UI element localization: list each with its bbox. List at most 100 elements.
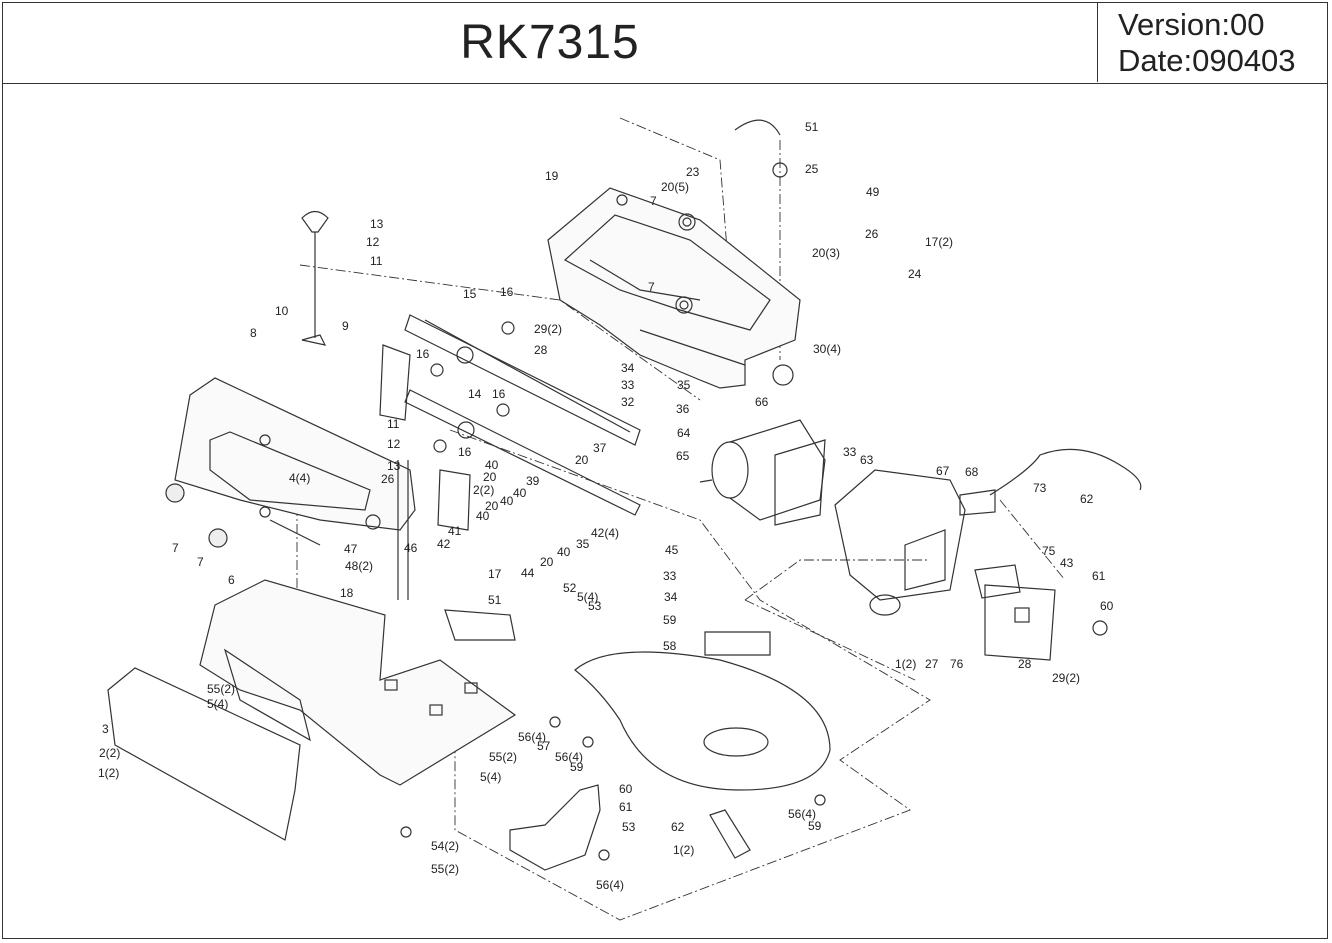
callout-7c: 7 (197, 555, 204, 569)
callout-40a: 40 (485, 458, 499, 472)
callout-27: 29(2) (1052, 671, 1080, 685)
callout-14: 14 (468, 387, 482, 401)
callout-48: 49 (866, 185, 880, 199)
callout-66: 61 (1092, 569, 1106, 583)
callout-57d: 56(4) (596, 878, 624, 892)
callout-5a: 5(4) (577, 590, 598, 604)
callout-13b: 13 (387, 459, 401, 473)
callout-65: 60 (1100, 599, 1114, 613)
callout-20-3: 20(3) (812, 246, 840, 260)
callout-28: 30(4) (813, 342, 841, 356)
callout-8: 8 (250, 326, 257, 340)
callout-20c: 20 (485, 499, 499, 513)
callout-24b: 26 (381, 472, 395, 486)
callout-30: 29(2) (534, 322, 562, 336)
callout-15: 15 (463, 287, 477, 301)
callout-54: 54(2) (431, 839, 459, 853)
lower-arm-housing (174, 377, 416, 546)
base-casting (199, 579, 517, 786)
callout-20a: 20 (575, 453, 589, 467)
callout-43: 42(4) (591, 526, 619, 540)
callout-59a: 59 (570, 760, 584, 774)
callout-64: 59 (663, 613, 677, 627)
callout-42: 42 (437, 537, 451, 551)
callout-12a: 12 (366, 235, 380, 249)
callout-20b: 20 (483, 470, 497, 484)
callout-5-4a: 55(2) (207, 682, 235, 696)
callout-57c: 56(4) (788, 807, 816, 821)
date-label: Date:090403 (1118, 43, 1296, 78)
callout-76: 76 (950, 657, 964, 671)
callout-37: 39 (526, 474, 540, 488)
callout-60: 60 (619, 782, 633, 796)
callout-35: 36 (676, 402, 690, 416)
callout-34b: 35 (576, 537, 590, 551)
callout-49: 46 (404, 541, 418, 555)
callout-12b: 12 (387, 437, 401, 451)
callout-75: 75 (1042, 544, 1056, 558)
arms (404, 314, 641, 516)
callout-2-2: 2(2) (99, 746, 120, 760)
callout-7b: 7 (648, 280, 655, 294)
callout-47: 48(2) (345, 559, 373, 573)
callout-45: 45 (665, 543, 679, 557)
callout-32a: 33 (621, 378, 635, 392)
callout-7a: 7 (650, 194, 657, 208)
callout-3: 3 (102, 722, 109, 736)
callout-51: 52 (563, 581, 577, 595)
callout-11b: 11 (387, 417, 400, 431)
callout-5-4b: 55(2) (489, 750, 517, 764)
callout-17: 17 (488, 567, 502, 581)
callout-67: 62 (1080, 492, 1094, 506)
callout-11a: 11 (370, 254, 383, 268)
callout-16d: 16 (458, 445, 472, 459)
callout-10: 9 (342, 319, 349, 333)
callout-1-2a: 1(2) (895, 657, 916, 671)
callout-32b: 33 (843, 445, 857, 459)
callout-70: 65 (676, 449, 690, 463)
callout-52a: 53 (588, 599, 602, 613)
blade-holder (301, 210, 471, 600)
callout-4-4: 5(4) (207, 697, 228, 711)
callout-39a: 40 (500, 494, 514, 508)
callout-17-2: 17(2) (925, 235, 953, 249)
callout-29: 28 (534, 343, 548, 357)
title-cell: RK7315 (3, 3, 1098, 82)
version-label: Version:00 (1118, 7, 1265, 42)
callout-55: 55(2) (431, 862, 459, 876)
callout-33b: 34 (664, 590, 678, 604)
callout-53: 51 (805, 120, 819, 134)
callout-61: 61 (619, 800, 633, 814)
callout-34a: 35 (677, 378, 691, 392)
callout-7d: 7 (172, 541, 179, 555)
callout-1-2c: 1(2) (673, 843, 694, 857)
callout-4: 4(4) (289, 471, 310, 485)
callout-13a: 13 (370, 217, 384, 231)
title-block: RK7315 Version:00 Date:090403 (3, 3, 1327, 84)
callout-26: 28 (1018, 657, 1032, 671)
callout-24: 26 (865, 227, 879, 241)
callout-32c: 33 (663, 569, 677, 583)
callout-2: 2(2) (473, 483, 494, 497)
fasteners (165, 162, 1108, 861)
callout-59b: 59 (808, 819, 822, 833)
work-table (574, 631, 831, 791)
power-cord (989, 448, 1142, 496)
callout-18: 18 (340, 586, 354, 600)
callout-46: 47 (344, 542, 358, 556)
callout-16b: 16 (416, 347, 430, 361)
callout-19: 19 (545, 169, 559, 183)
callout-33a: 34 (621, 361, 635, 375)
callout-50: 51 (488, 593, 502, 607)
callout-21: 23 (686, 165, 700, 179)
callout-22: 24 (908, 267, 922, 281)
callout-25: 27 (925, 657, 939, 671)
revision-cell: Version:00 Date:090403 (1098, 3, 1327, 82)
side-cover (107, 667, 301, 841)
callout-41: 41 (448, 524, 462, 538)
callout-16c: 16 (492, 387, 506, 401)
callout-57b: 56(4) (555, 750, 583, 764)
callout-72: 67 (936, 464, 950, 478)
callout-23: 25 (805, 162, 819, 176)
